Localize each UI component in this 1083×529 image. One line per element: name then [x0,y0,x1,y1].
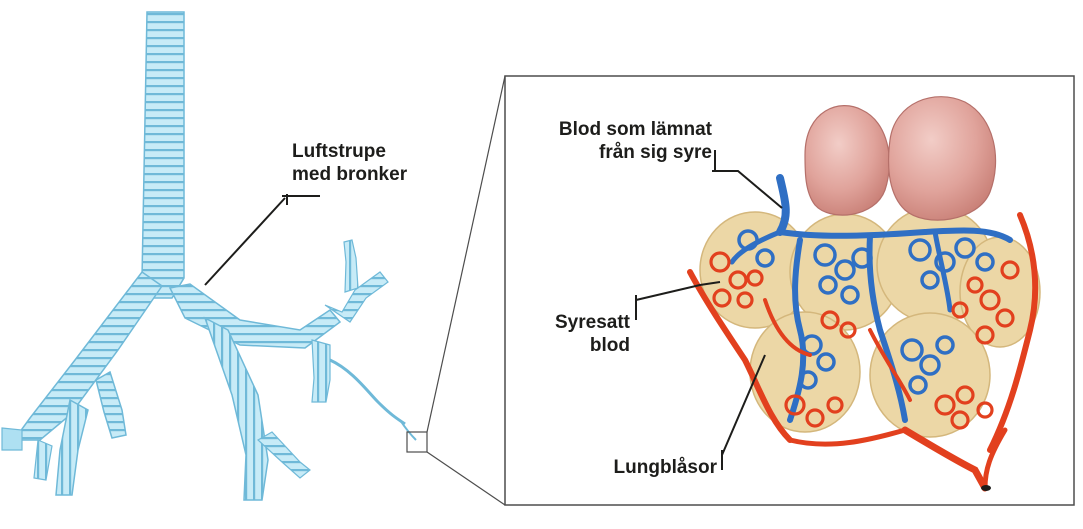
label-trachea-with-bronchi: Luftstrupe med bronker [292,140,407,186]
label-deoxygenated-line-1: Blod som lämnat [558,119,712,140]
deoxygenated-vessels [729,174,1013,423]
alveoli-cluster [687,96,1041,492]
label-oxygenated-line-2: blod [589,335,630,356]
label-alveoli-text: Lungblåsor [613,457,717,478]
left-lower-branch [55,398,89,496]
zoom-source-box [406,431,428,453]
zoom-line-bottom [426,451,506,506]
bubble-left [804,105,890,216]
left-main-bronchus [12,270,164,441]
red-capillary-mesh [709,251,1020,430]
label-oxygenated-blood: Syresatt blod [530,311,630,357]
label-trachea-line-1: Luftstrupe [292,141,386,162]
trachea-with-bronchi [1,11,428,501]
upper-right-branch [324,271,389,323]
leader-lines [204,150,783,470]
vessel-opening [981,485,991,491]
right-main-bronchus [168,283,342,349]
oxygenated-vessels [687,212,1039,492]
blue-capillary-mesh [737,229,995,395]
label-alveoli: Lungblåsor [580,456,717,479]
right-descending-bronchus [203,316,269,501]
bubble-right [887,96,997,221]
bronchiole [329,358,406,426]
label-deoxygenated-line-2: från sig syre [599,142,712,163]
left-inner-branch [95,370,127,439]
label-deoxygenated-blood: Blod som lämnat från sig syre [530,118,712,164]
label-trachea-line-2: med bronker [292,164,408,185]
label-oxygenated-line-1: Syresatt [555,312,630,333]
trachea [141,11,185,299]
zoom-line-top [426,75,506,433]
